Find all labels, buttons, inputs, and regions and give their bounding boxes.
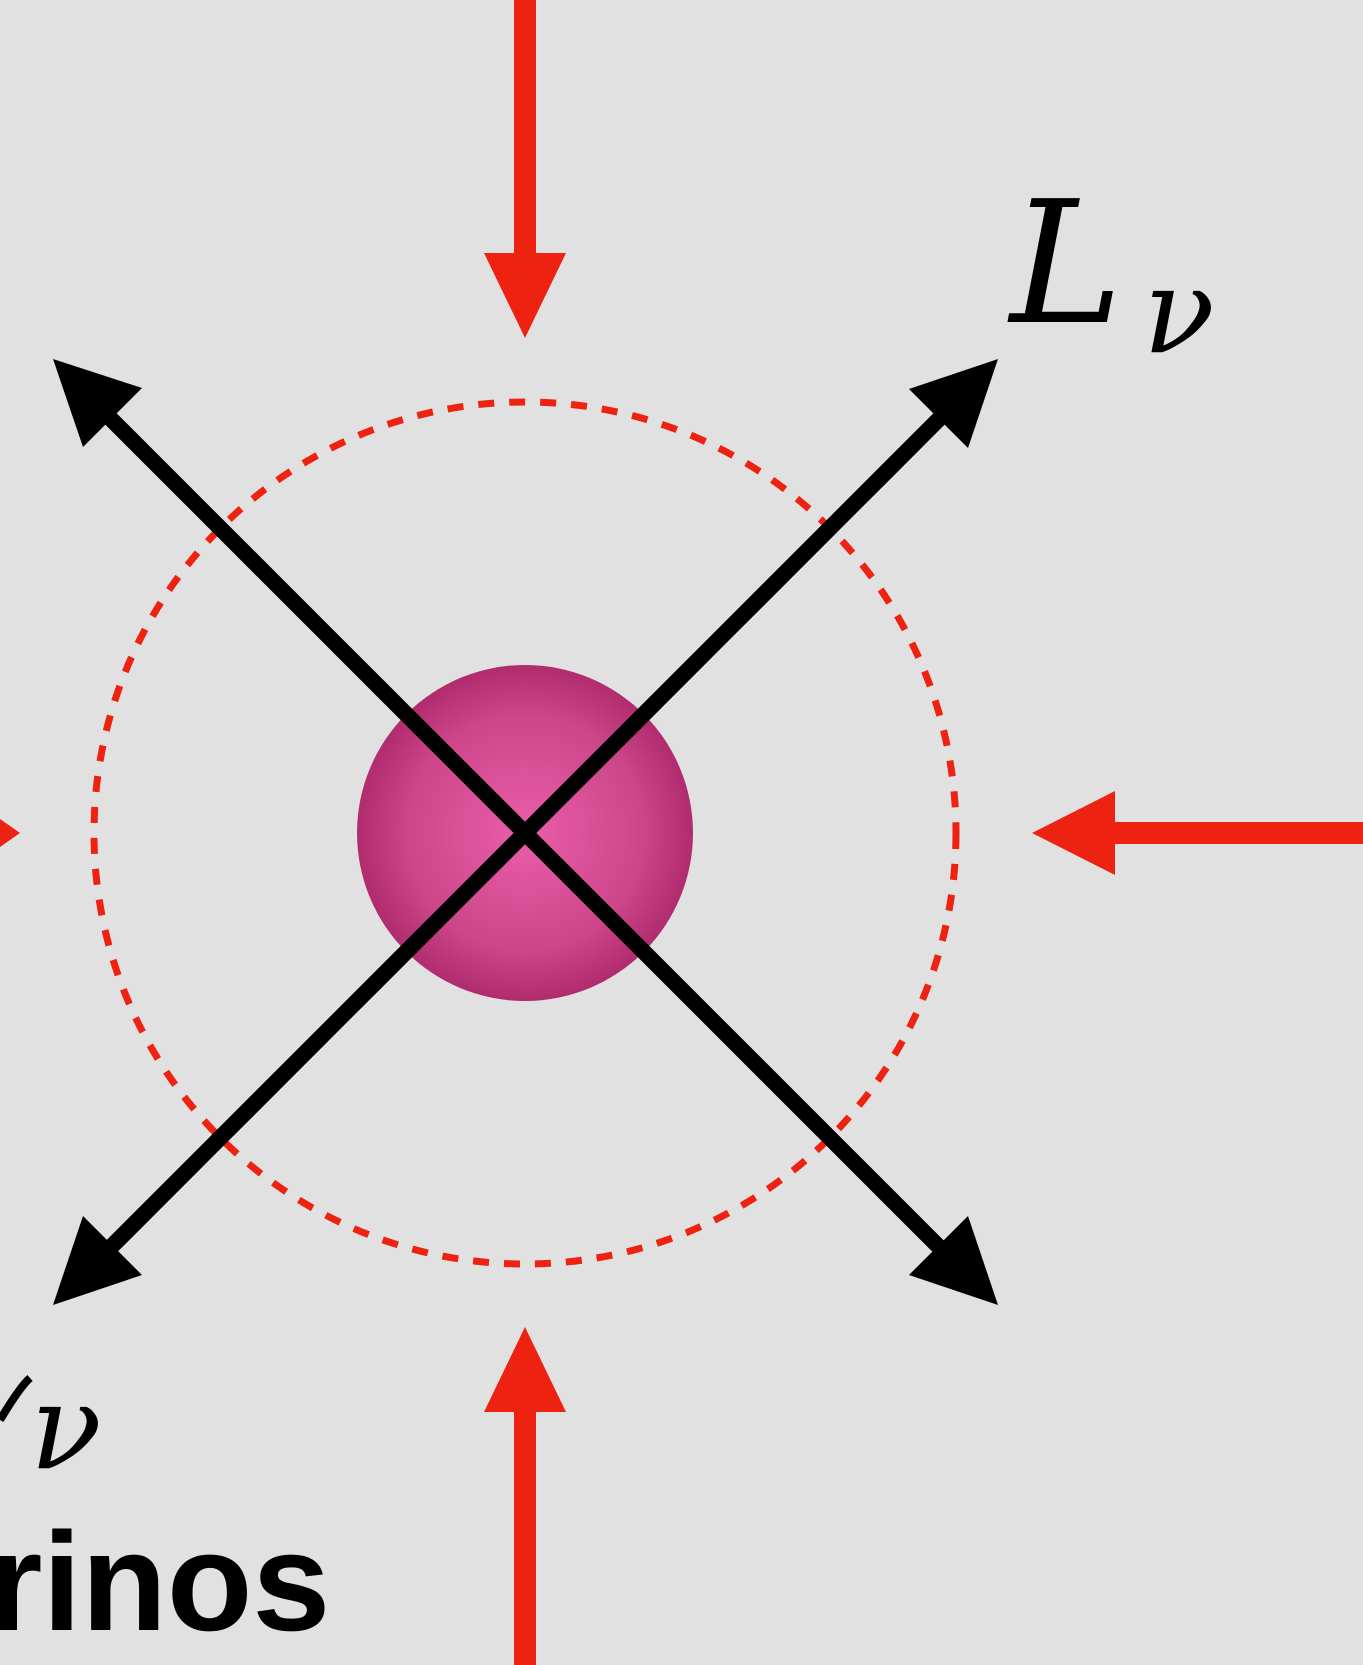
outflow-arrow-lower-left xyxy=(53,833,525,1305)
luminosity-symbol: L xyxy=(1007,165,1123,363)
partial-glyph-fragment xyxy=(0,1378,30,1420)
inflow-arrow-left xyxy=(0,791,20,875)
inflow-arrow-right xyxy=(1032,791,1363,875)
luminosity-subscript: ν xyxy=(1143,242,1215,380)
inflow-arrow-bottom xyxy=(484,1327,566,1665)
luminosity-label: L ν xyxy=(1007,165,1215,380)
partial-subscript: ν xyxy=(30,1358,102,1496)
outflow-arrow-upper-right xyxy=(525,359,998,833)
outflow-arrow-lower-right xyxy=(525,833,998,1305)
partial-word-label: rinos xyxy=(0,1503,330,1660)
outflow-arrow-upper-left xyxy=(53,359,525,833)
partial-luminosity-label: ν xyxy=(0,1358,102,1496)
inflow-arrow-top xyxy=(484,0,566,338)
